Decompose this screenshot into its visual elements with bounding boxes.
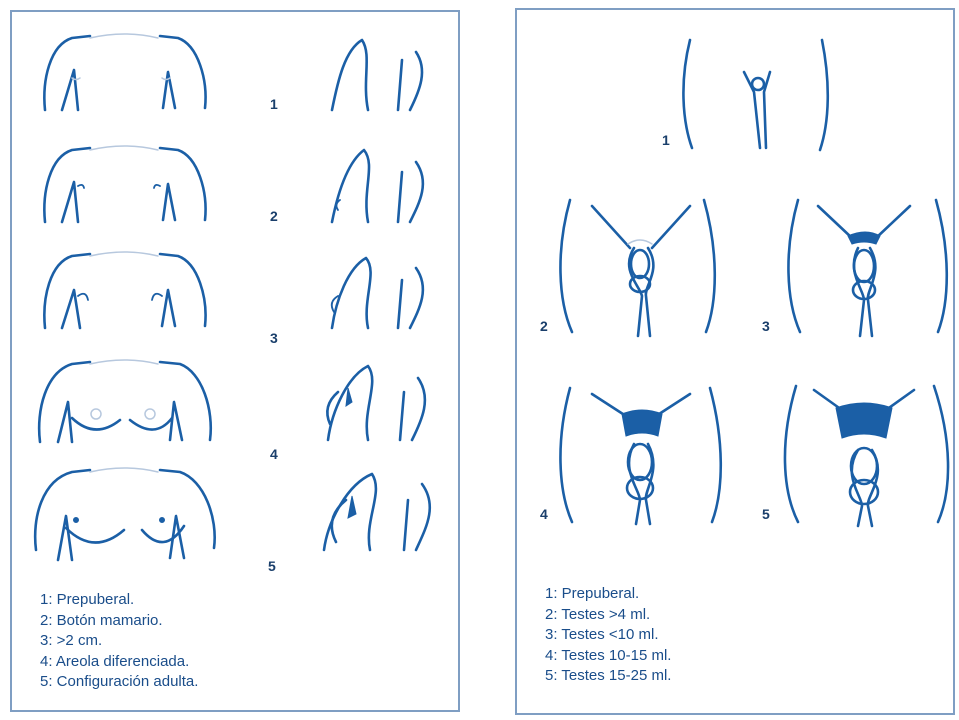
genital-legend-item: 3: Testes <10 ml. [545,625,671,646]
genital-legend-item: 4: Testes 10-15 ml. [545,646,671,667]
genital-stage-label-5: 5 [762,506,770,522]
genital-stage-label-1: 1 [662,132,670,148]
genital-stage-4-drawing [560,388,720,524]
genital-stage-label-2: 2 [540,318,548,334]
genital-stage-3-drawing [788,200,946,336]
genital-stage-2-drawing [560,200,714,336]
genital-stage-5-drawing [785,386,948,526]
genital-legend-item: 2: Testes >4 ml. [545,605,671,626]
genital-legend-item: 1: Prepuberal. [545,584,671,605]
genital-stage-label-4: 4 [540,506,548,522]
genital-legend: 1: Prepuberal. 2: Testes >4 ml. 3: Teste… [545,584,671,687]
genital-legend-item: 5: Testes 15-25 ml. [545,666,671,687]
genital-stage-label-3: 3 [762,318,770,334]
genital-stage-1-drawing [683,40,827,150]
